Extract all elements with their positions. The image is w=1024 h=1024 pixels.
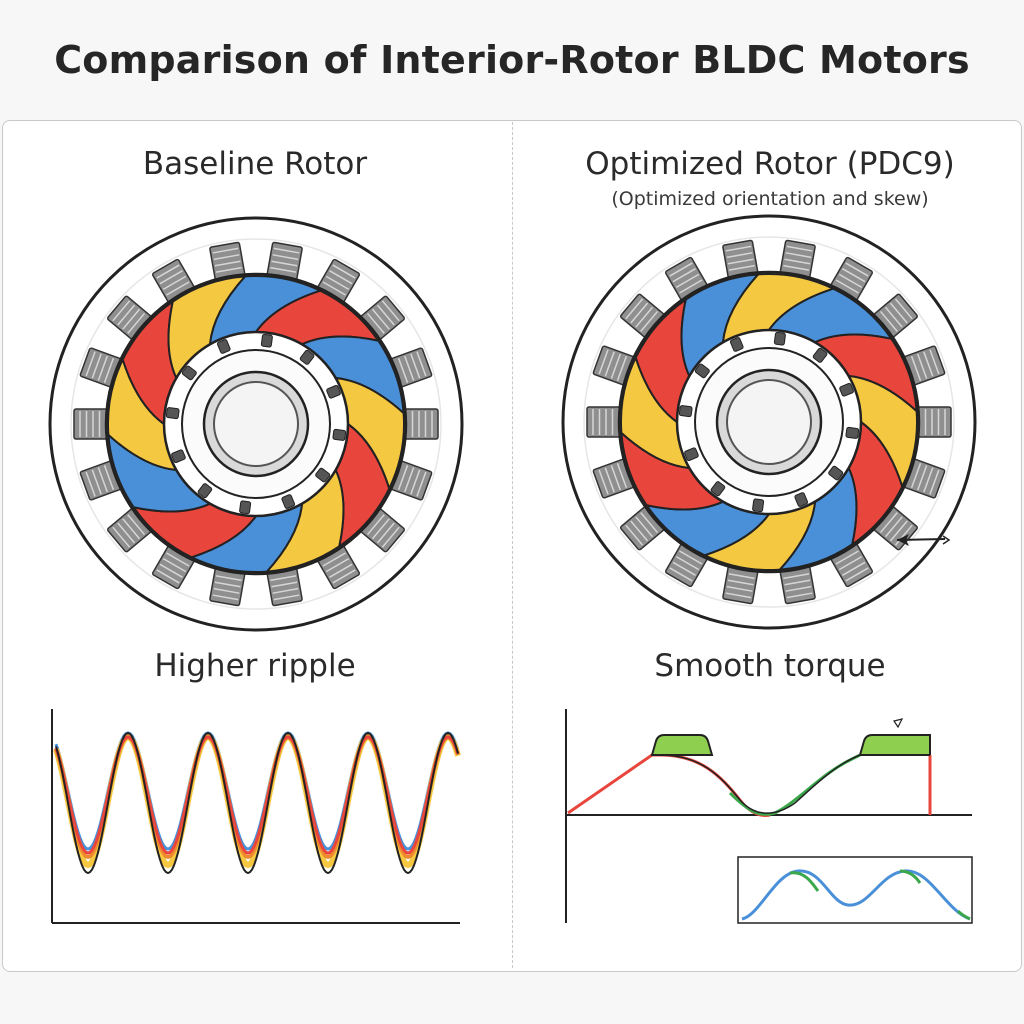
hub-magnet-bump bbox=[171, 449, 186, 464]
torque-curve-green bbox=[728, 753, 861, 816]
mini-mark-icon bbox=[893, 718, 904, 729]
optimized-subheading: (Optimized orientation and skew) bbox=[611, 188, 929, 210]
baseline-motor-diagram bbox=[48, 216, 464, 632]
ripple-wave-outline bbox=[55, 731, 459, 875]
stator-slot bbox=[79, 347, 123, 388]
hub-magnet-bump bbox=[845, 426, 860, 439]
torque-curve-red bbox=[567, 753, 771, 817]
optimized-heading: Optimized Rotor (PDC9) bbox=[585, 146, 955, 182]
torque-curve-outline bbox=[652, 754, 861, 814]
stator-slot bbox=[779, 239, 816, 280]
inset-plot-frame bbox=[737, 856, 973, 924]
hub-magnet-bump bbox=[710, 481, 726, 497]
pointer-arrow-icon bbox=[896, 534, 951, 546]
hub-magnet-bump bbox=[794, 492, 809, 507]
optimized-caption: Smooth torque bbox=[654, 648, 886, 684]
hub-magnet-bump bbox=[729, 337, 744, 352]
optimized-motor-diagram bbox=[561, 214, 977, 630]
hub-magnet-bump bbox=[281, 494, 296, 509]
shaft bbox=[726, 379, 812, 465]
baseline-caption: Higher ripple bbox=[154, 648, 356, 684]
hub-magnet-bump bbox=[181, 365, 197, 381]
baseline-heading: Baseline Rotor bbox=[142, 146, 368, 182]
hub-magnet-bump bbox=[260, 333, 273, 348]
hub-magnet-bump bbox=[773, 331, 786, 346]
hub-magnet-bump bbox=[165, 407, 180, 420]
inset-plot-wave-blue bbox=[741, 869, 971, 921]
hub-magnet-bump bbox=[315, 467, 331, 483]
hub-magnet-bump bbox=[678, 405, 693, 418]
hub-magnet-bump bbox=[216, 339, 231, 354]
hub-magnet-bump bbox=[694, 363, 710, 379]
stator-slot bbox=[403, 408, 439, 440]
stator-slot bbox=[586, 406, 622, 438]
torque-plateau-2 bbox=[858, 734, 931, 756]
stator-slot bbox=[916, 406, 952, 438]
stator-slot bbox=[73, 408, 109, 440]
hub-magnet-bump bbox=[332, 428, 347, 441]
hub-magnet-bump bbox=[299, 349, 315, 365]
hub-magnet-bump bbox=[812, 347, 828, 363]
shaft bbox=[213, 381, 299, 467]
hub-magnet-bump bbox=[326, 384, 341, 399]
torque-plateau-1 bbox=[650, 734, 714, 756]
stator-slot bbox=[779, 564, 816, 605]
inset-plot-wave-green bbox=[789, 869, 971, 921]
hub-magnet-bump bbox=[239, 500, 252, 515]
hub-magnet-bump bbox=[828, 465, 844, 481]
hub-magnet-bump bbox=[197, 483, 213, 499]
hub-magnet-bump bbox=[684, 447, 699, 462]
ripple-waveform bbox=[51, 709, 461, 924]
smooth-torque-plot bbox=[565, 709, 973, 924]
hub-magnet-bump bbox=[839, 382, 854, 397]
panel-divider bbox=[512, 122, 513, 968]
page-title: Comparison of Interior-Rotor BLDC Motors bbox=[54, 38, 970, 82]
ripple-wave-red bbox=[54, 735, 460, 855]
hub-magnet-bump bbox=[752, 498, 765, 513]
